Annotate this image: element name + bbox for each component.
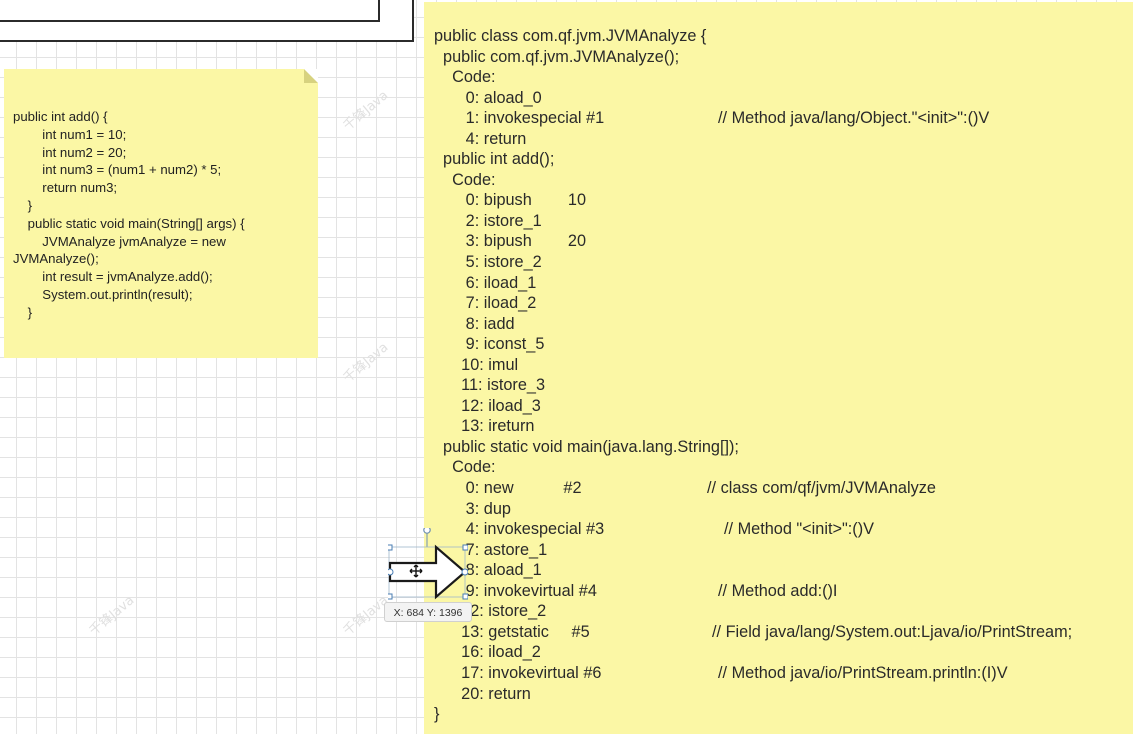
- bytecode-instruction: }: [434, 705, 440, 724]
- bytecode-line: public class com.qf.jvm.JVMAnalyze {: [434, 26, 1133, 47]
- bytecode-instruction: 2: istore_1: [434, 211, 542, 230]
- bytecode-line: public com.qf.jvm.JVMAnalyze();: [434, 47, 1133, 68]
- bytecode-line: 5: istore_2: [434, 252, 1133, 273]
- bytecode-line: 0: bipush 10: [434, 190, 1133, 211]
- bytecode-instruction: 16: iload_2: [434, 643, 541, 662]
- bytecode-instruction: 13: getstatic #5: [434, 622, 590, 641]
- bytecode-comment: // Field java/lang/System.out:Ljava/io/P…: [712, 622, 1073, 641]
- bytecode-line: 12: istore_2: [434, 601, 1133, 622]
- source-code-line: public static void main(String[] args) {: [13, 215, 245, 231]
- bytecode-line: }: [434, 704, 1133, 725]
- bytecode-comment: // Method "<init>":()V: [724, 520, 875, 539]
- bytecode-instruction: Code:: [434, 68, 496, 87]
- bytecode-line: Code:: [434, 457, 1133, 478]
- bytecode-comment: // Method java/io/PrintStream.println:(I…: [718, 663, 1008, 682]
- bytecode-instruction: 12: iload_3: [434, 396, 541, 415]
- bytecode-instruction: 4: invokespecial #3: [434, 520, 605, 539]
- source-code-line: public int add() {: [13, 109, 108, 124]
- bytecode-instruction: 0: aload_0: [434, 88, 542, 107]
- bytecode-comment: // class com/qf/jvm/JVMAnalyze: [707, 479, 936, 498]
- bytecode-line: 0: new #2 // class com/qf/jvm/JVMAnalyze: [434, 478, 1133, 499]
- bytecode-instruction: 0: bipush 10: [434, 191, 587, 210]
- bytecode-instruction: public int add();: [434, 150, 555, 169]
- bytecode-line: 13: getstatic #5 // Field java/lang/Syste…: [434, 622, 1133, 643]
- coordinate-tooltip: X: 684 Y: 1396: [384, 602, 472, 622]
- source-code-line: return num3;: [13, 180, 118, 196]
- bytecode-line: 4: return: [434, 129, 1133, 150]
- bytecode-line: 9: iconst_5: [434, 334, 1133, 355]
- bytecode-instruction: 7: astore_1: [434, 540, 548, 559]
- bytecode-line: 1: invokespecial #1 // Method java/lang/O…: [434, 108, 1133, 129]
- source-code-line: System.out.println(result);: [13, 286, 193, 302]
- source-code-sticky-note[interactable]: public int add() { int num1 = 10; int nu…: [4, 69, 318, 358]
- bytecode-instruction: 3: dup: [434, 499, 511, 518]
- watermark: 千锋Java: [340, 88, 392, 134]
- bytecode-instruction: 7: iload_2: [434, 294, 537, 313]
- note-fold-corner: [304, 69, 318, 83]
- bytecode-instruction: 5: istore_2: [434, 253, 542, 272]
- bytecode-line: 16: iload_2: [434, 642, 1133, 663]
- bytecode-instruction: public static void main(java.lang.String…: [434, 437, 739, 456]
- bytecode-line: 0: aload_0: [434, 88, 1133, 109]
- source-code-line: int num3 = (num1 + num2) * 5;: [13, 162, 222, 178]
- bytecode-instruction: public class com.qf.jvm.JVMAnalyze {: [434, 27, 707, 45]
- source-code-line: JVMAnalyze jvmAnalyze = new: [13, 233, 226, 249]
- bytecode-line: 7: astore_1: [434, 540, 1133, 561]
- bytecode-line: 9: invokevirtual #4 // Method add:()I: [434, 581, 1133, 602]
- bytecode-instruction: Code:: [434, 170, 496, 189]
- bytecode-line: public int add();: [434, 149, 1133, 170]
- bytecode-comment: // Method add:()I: [718, 581, 838, 600]
- bytecode-instruction: 4: return: [434, 129, 527, 148]
- bytecode-line: 2: istore_1: [434, 211, 1133, 232]
- bytecode-line: 4: invokespecial #3 // Method "<init>":()…: [434, 519, 1133, 540]
- bytecode-line: 8: iadd: [434, 314, 1133, 335]
- bytecode-line: Code:: [434, 67, 1133, 88]
- bytecode-sticky-note[interactable]: public class com.qf.jvm.JVMAnalyze { pub…: [424, 2, 1133, 734]
- arrow-shape[interactable]: [386, 526, 469, 600]
- source-code-line: int num2 = 20;: [13, 144, 127, 160]
- bytecode-instruction: 17: invokevirtual #6: [434, 663, 602, 682]
- bytecode-line: 8: aload_1: [434, 560, 1133, 581]
- bytecode-line: 10: imul: [434, 355, 1133, 376]
- bytecode-instruction: 0: new #2: [434, 479, 582, 498]
- bytecode-line: 12: iload_3: [434, 396, 1133, 417]
- source-code-text: public int add() { int num1 = 10; int nu…: [13, 108, 314, 322]
- bytecode-line: public static void main(java.lang.String…: [434, 437, 1133, 458]
- bytecode-instruction: 6: iload_1: [434, 273, 537, 292]
- source-code-line: int num1 = 10;: [13, 126, 127, 142]
- source-code-line: JVMAnalyze();: [13, 251, 99, 267]
- watermark: 千锋Java: [340, 340, 392, 386]
- bytecode-instruction: 11: istore_3: [434, 376, 546, 395]
- bytecode-text: public class com.qf.jvm.JVMAnalyze { pub…: [434, 26, 1133, 725]
- bytecode-instruction: 20: return: [434, 684, 531, 703]
- bytecode-instruction: 3: bipush 20: [434, 232, 587, 251]
- source-code-line: }: [13, 304, 33, 320]
- bytecode-line: Code:: [434, 170, 1133, 191]
- bytecode-instruction: Code:: [434, 458, 496, 477]
- watermark: 千锋Java: [86, 593, 138, 639]
- bytecode-instruction: 13: ireturn: [434, 417, 535, 436]
- bytecode-line: 20: return: [434, 684, 1133, 705]
- bytecode-instruction: 1: invokespecial #1: [434, 109, 605, 128]
- top-inner-frame-shape[interactable]: [0, 0, 380, 22]
- bytecode-instruction: public com.qf.jvm.JVMAnalyze();: [434, 47, 680, 66]
- bytecode-comment: // Method java/lang/Object."<init>":()V: [718, 109, 990, 128]
- bytecode-instruction: 10: imul: [434, 355, 519, 374]
- source-code-line: int result = jvmAnalyze.add();: [13, 269, 213, 285]
- bytecode-line: 6: iload_1: [434, 273, 1133, 294]
- bytecode-line: 3: bipush 20: [434, 231, 1133, 252]
- bytecode-line: 7: iload_2: [434, 293, 1133, 314]
- bytecode-line: 17: invokevirtual #6 // Method java/io/Pr…: [434, 663, 1133, 684]
- bytecode-line: 13: ireturn: [434, 416, 1133, 437]
- right-arrow-icon: [386, 526, 469, 600]
- bytecode-line: 11: istore_3: [434, 375, 1133, 396]
- bytecode-instruction: 9: iconst_5: [434, 335, 545, 354]
- bytecode-instruction: 9: invokevirtual #4: [434, 581, 597, 600]
- bytecode-line: 3: dup: [434, 499, 1133, 520]
- bytecode-instruction: 8: aload_1: [434, 561, 542, 580]
- bytecode-instruction: 8: iadd: [434, 314, 515, 333]
- source-code-line: }: [13, 197, 33, 213]
